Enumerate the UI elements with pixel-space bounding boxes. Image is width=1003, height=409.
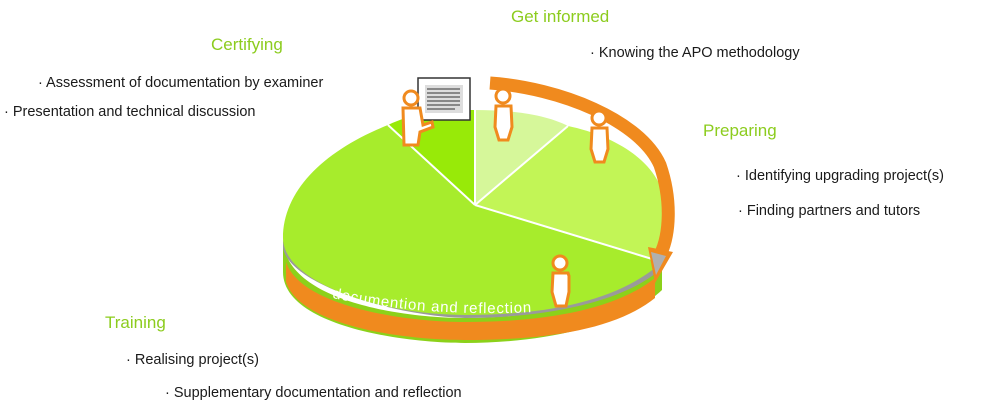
- get-informed-item: · Knowing the APO methodology: [590, 45, 800, 61]
- person-icon: [550, 254, 571, 308]
- segment-preparing: [475, 126, 664, 262]
- certifying-item: · Presentation and technical discussion: [4, 104, 256, 120]
- phase-title-preparing: Preparing: [703, 121, 777, 140]
- phase-title-certifying: Certifying: [211, 35, 283, 54]
- person-icon: [493, 87, 514, 142]
- segment-training: [283, 125, 662, 315]
- document-icon: [417, 77, 471, 121]
- preparing-item: · Identifying upgrading project(s): [736, 168, 944, 184]
- orange-band: [286, 262, 655, 340]
- certifying-item: · Assessment of documentation by examine…: [38, 75, 324, 91]
- phase-title-get-informed: Get informed: [511, 7, 610, 26]
- training-item: · Supplementary documentation and reflec…: [165, 385, 462, 401]
- preparing-item: · Finding partners and tutors: [738, 203, 921, 219]
- person-examiner-icon: [401, 89, 435, 147]
- cycle-arrow: [489, 76, 675, 258]
- person-icon: [589, 109, 610, 164]
- training-item: · Realising project(s): [126, 352, 259, 368]
- phase-title-training: Training: [105, 313, 166, 332]
